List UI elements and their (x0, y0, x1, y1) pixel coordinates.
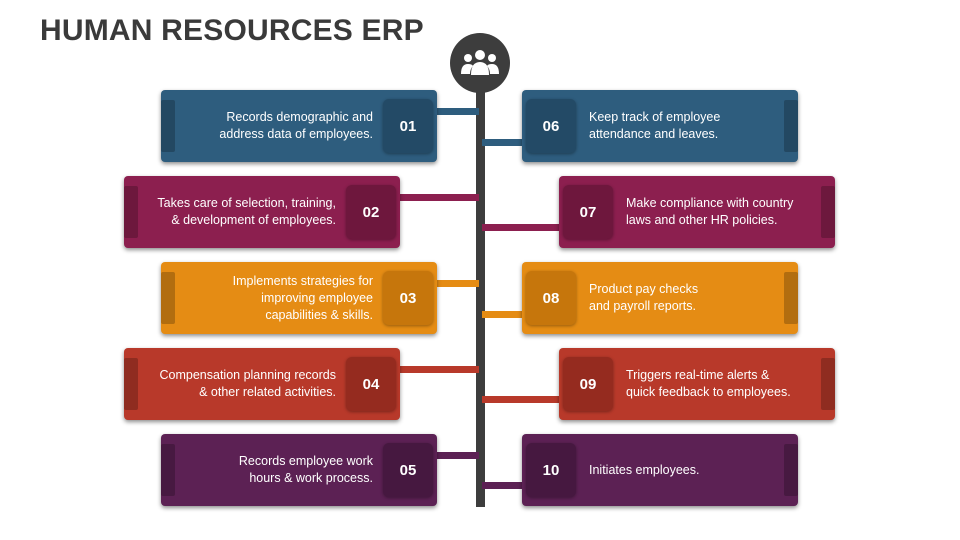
step-card-03: Implements strategies for improving empl… (161, 262, 437, 334)
page-title: HUMAN RESOURCES ERP (40, 14, 424, 47)
step-number: 08 (526, 271, 576, 325)
card-edge (124, 186, 138, 238)
step-card-09: 09 Triggers real-time alerts & quick fee… (559, 348, 835, 420)
step-number: 03 (383, 271, 433, 325)
step-text: Keep track of employee attendance and le… (589, 110, 721, 141)
timeline-spine (476, 70, 485, 507)
card-edge (784, 444, 798, 496)
card-edge (161, 272, 175, 324)
step-number: 01 (383, 99, 433, 153)
connector-02 (400, 194, 479, 201)
connector-01 (437, 108, 479, 115)
step-number: 02 (346, 185, 396, 239)
connector-03 (437, 280, 479, 287)
step-text: Triggers real-time alerts & quick feedba… (626, 368, 791, 399)
step-number: 07 (563, 185, 613, 239)
step-text: Takes care of selection, training, & dev… (157, 196, 336, 227)
step-card-02: Takes care of selection, training, & dev… (124, 176, 400, 248)
card-edge (124, 358, 138, 410)
step-text: Initiates employees. (589, 462, 700, 477)
step-card-10: 10 Initiates employees. (522, 434, 798, 506)
connector-09 (482, 396, 561, 403)
card-edge (161, 444, 175, 496)
step-card-04: Compensation planning records & other re… (124, 348, 400, 420)
step-text: Records employee work hours & work proce… (238, 454, 373, 485)
step-number: 10 (526, 443, 576, 497)
step-text: Records demographic and address data of … (219, 110, 373, 141)
step-card-05: Records employee work hours & work proce… (161, 434, 437, 506)
step-card-06: 06 Keep track of employee attendance and… (522, 90, 798, 162)
card-edge (821, 186, 835, 238)
step-number: 05 (383, 443, 433, 497)
card-edge (784, 272, 798, 324)
step-text: Implements strategies for improving empl… (232, 273, 373, 322)
card-edge (161, 100, 175, 152)
step-text: Make compliance with country laws and ot… (626, 196, 794, 227)
people-group-icon (461, 50, 499, 75)
hub-circle (450, 33, 510, 93)
step-card-07: 07 Make compliance with country laws and… (559, 176, 835, 248)
connector-08 (482, 311, 524, 318)
step-card-01: Records demographic and address data of … (161, 90, 437, 162)
step-number: 04 (346, 357, 396, 411)
step-text: Product pay checks and payroll reports. (589, 282, 699, 313)
step-card-08: 08 Product pay checks and payroll report… (522, 262, 798, 334)
connector-10 (482, 482, 524, 489)
step-number: 09 (563, 357, 613, 411)
step-text: Compensation planning records & other re… (159, 368, 337, 399)
card-edge (821, 358, 835, 410)
card-edge (784, 100, 798, 152)
connector-05 (437, 452, 479, 459)
step-number: 06 (526, 99, 576, 153)
connector-04 (400, 366, 479, 373)
connector-07 (482, 224, 561, 231)
connector-06 (482, 139, 524, 146)
